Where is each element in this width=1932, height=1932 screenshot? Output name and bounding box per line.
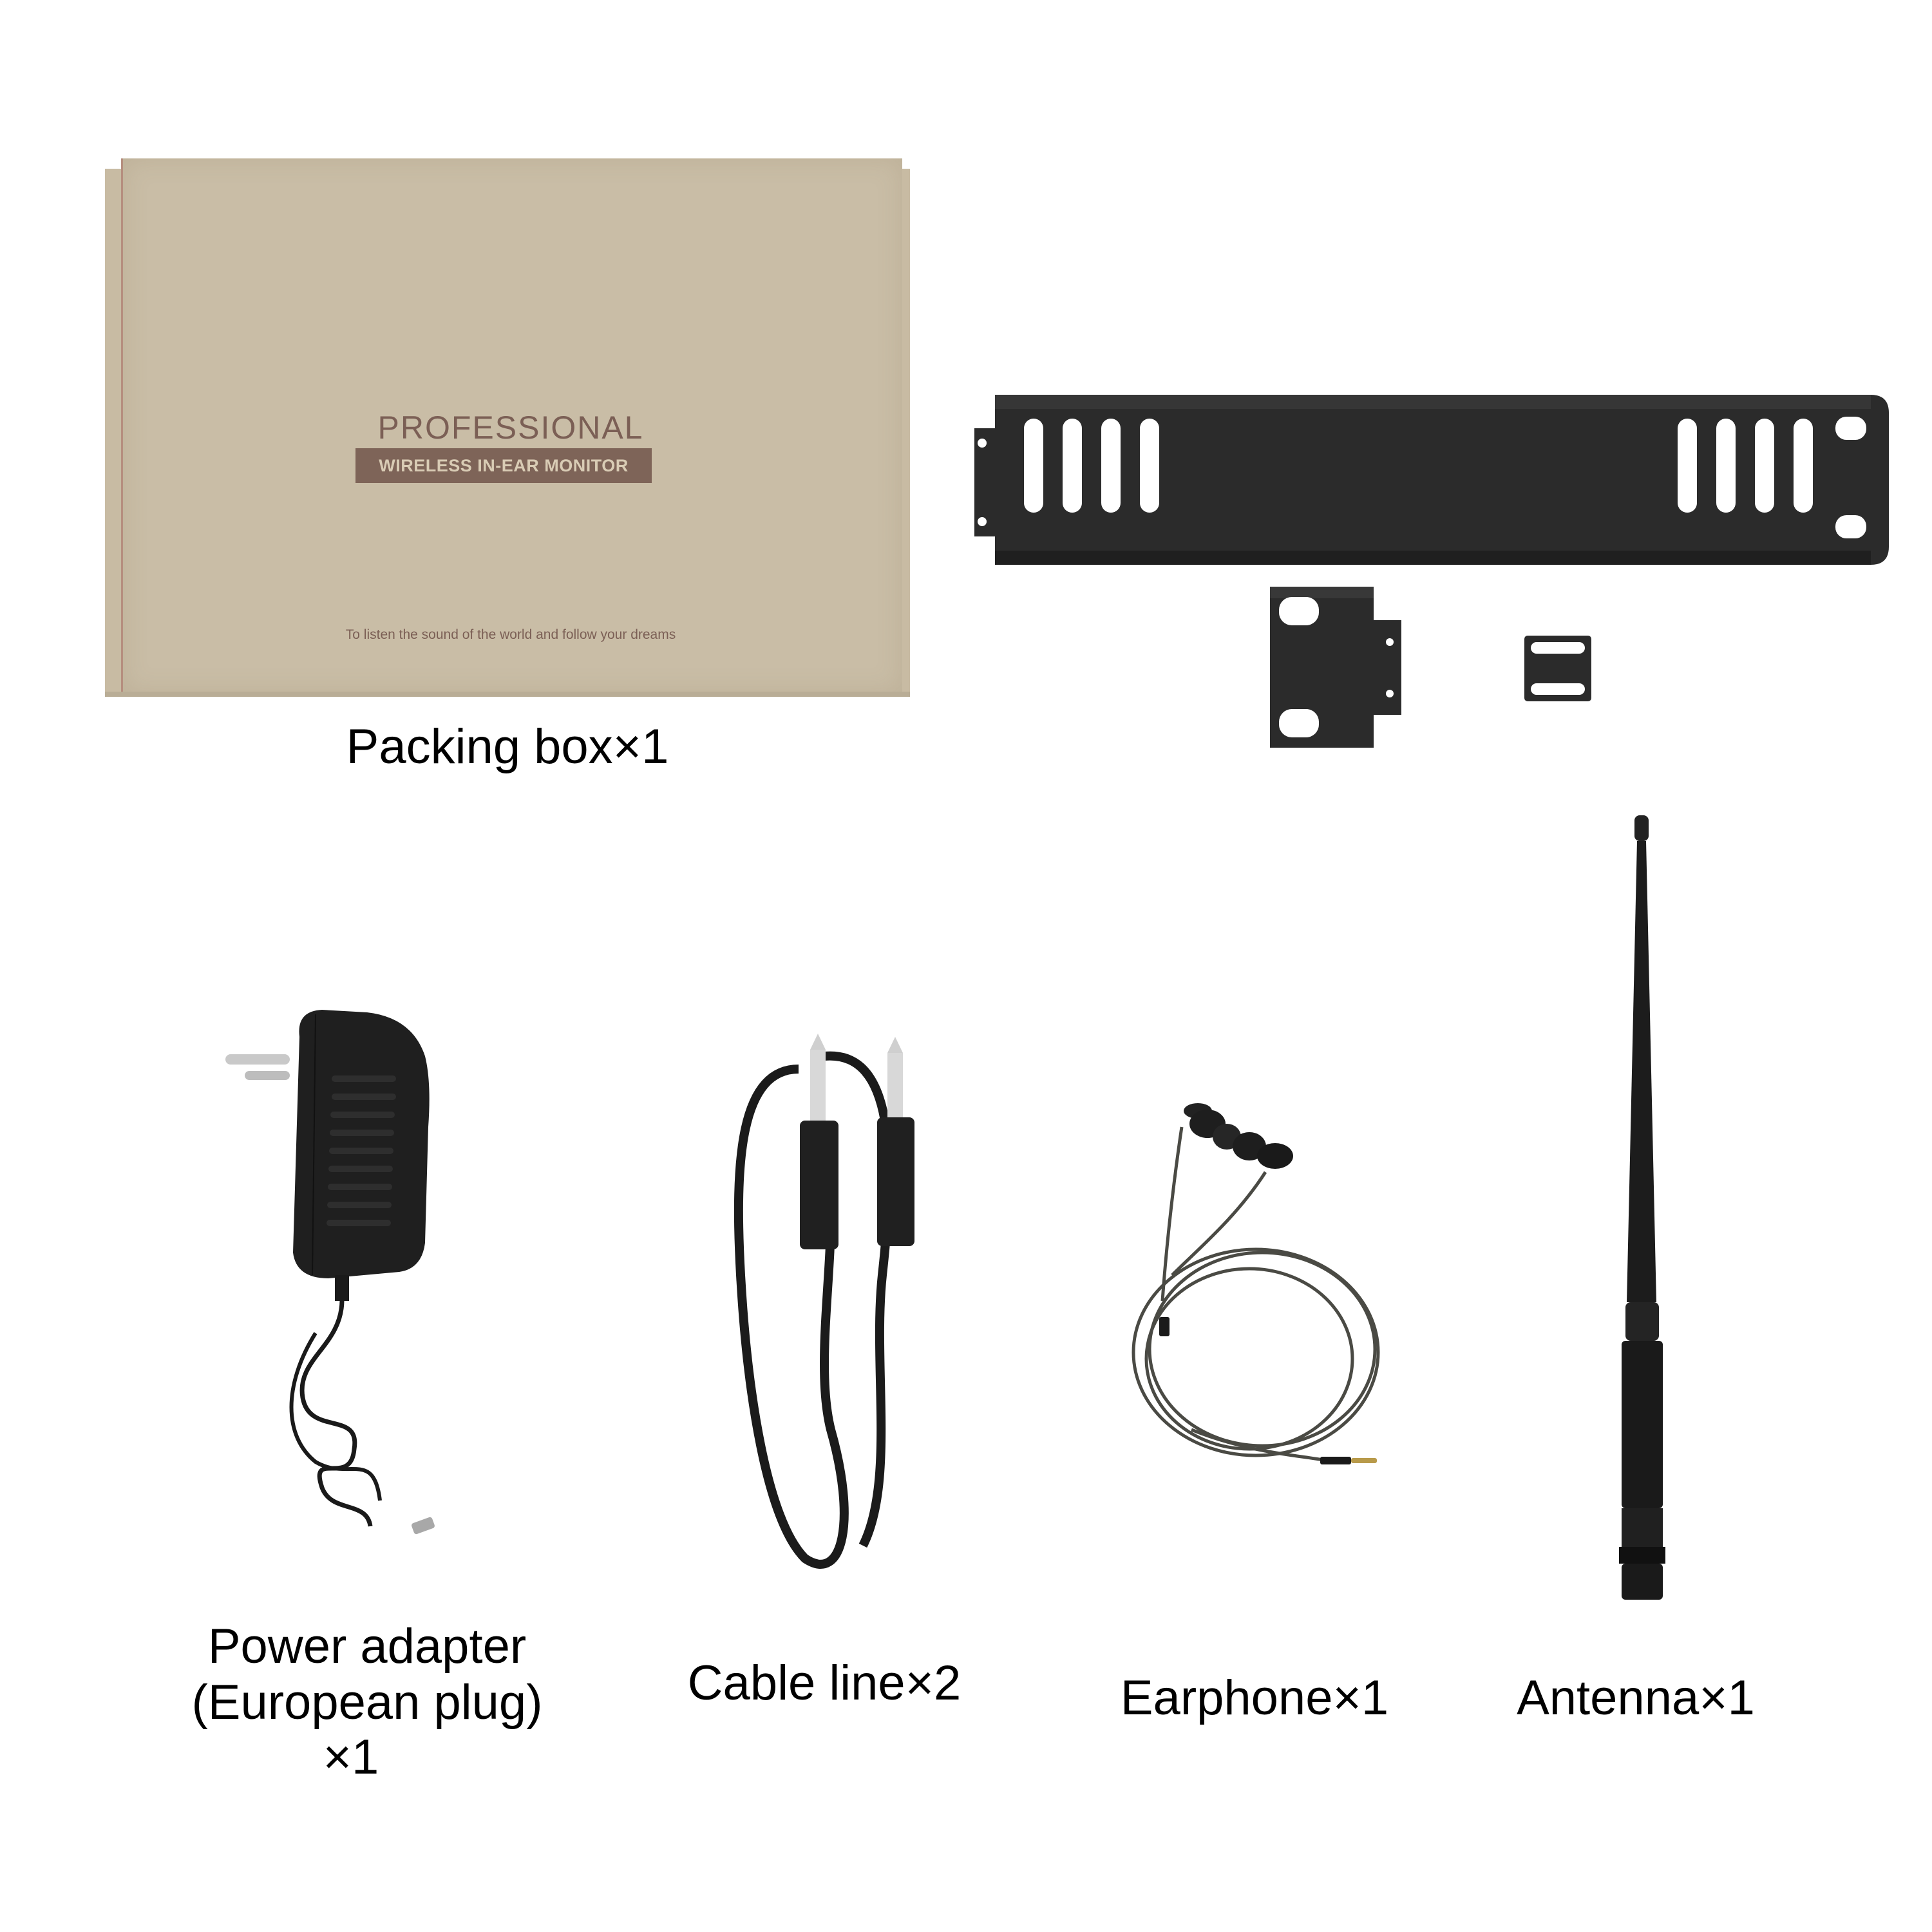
packing-box-lid — [121, 158, 902, 693]
power-adapter-label-line1: Power adapter — [207, 1619, 527, 1674]
earphone-label: Earphone×1 — [1120, 1671, 1389, 1725]
antenna-icon — [1619, 815, 1665, 1600]
power-adapter-label-line3: ×1 — [323, 1730, 379, 1785]
power-adapter-icon — [225, 1010, 435, 1535]
packing-box-label: Packing box×1 — [346, 719, 669, 774]
power-adapter-label-line2: (European plug) — [191, 1675, 543, 1730]
audio-cable-icon — [734, 1034, 914, 1569]
packing-box-edge — [105, 692, 910, 697]
box-slogan-text: To listen the sound of the world and fol… — [345, 627, 676, 642]
side-bracket-large-icon — [1270, 587, 1401, 748]
antenna-label: Antenna×1 — [1517, 1671, 1755, 1725]
side-bracket-small-icon — [1524, 636, 1591, 701]
box-band-text: WIRELESS IN-EAR MONITOR — [355, 448, 652, 483]
box-title-text: PROFESSIONAL — [377, 410, 644, 446]
earphone-icon — [1132, 1103, 1380, 1464]
rack-bracket-icon — [974, 395, 1889, 565]
cable-line-label: Cable line×2 — [687, 1656, 961, 1710]
